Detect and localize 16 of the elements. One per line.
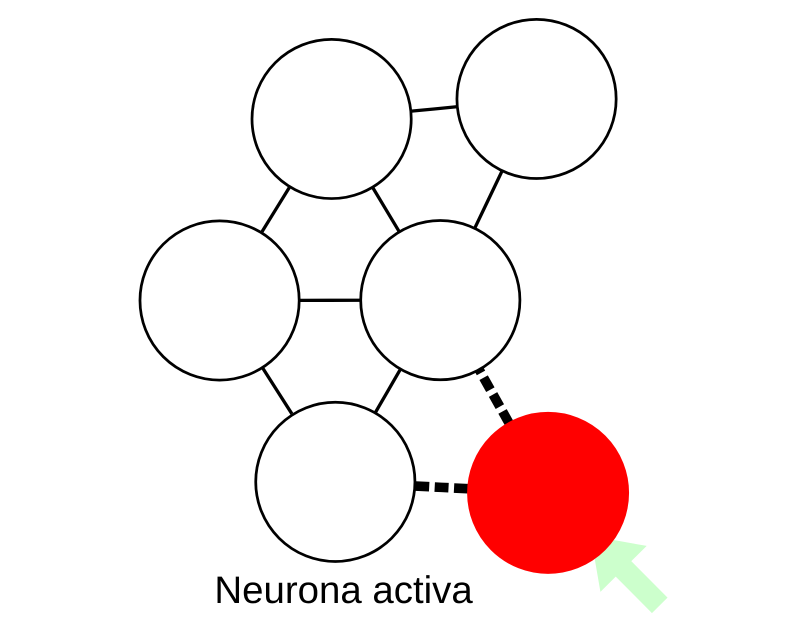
connector (260, 367, 293, 415)
connector (472, 170, 503, 229)
node-circle (250, 38, 412, 200)
connector (474, 368, 513, 426)
node-circle (358, 219, 521, 382)
node-circle (254, 400, 416, 563)
connector (370, 186, 400, 232)
connector (298, 298, 360, 302)
node-circle (466, 412, 629, 574)
node-circle (455, 18, 618, 180)
connector (414, 481, 468, 494)
connector (260, 186, 290, 233)
connector (410, 105, 456, 113)
connector (373, 369, 401, 414)
node-circle (138, 220, 300, 382)
node-label: Neurona activa (214, 569, 472, 612)
